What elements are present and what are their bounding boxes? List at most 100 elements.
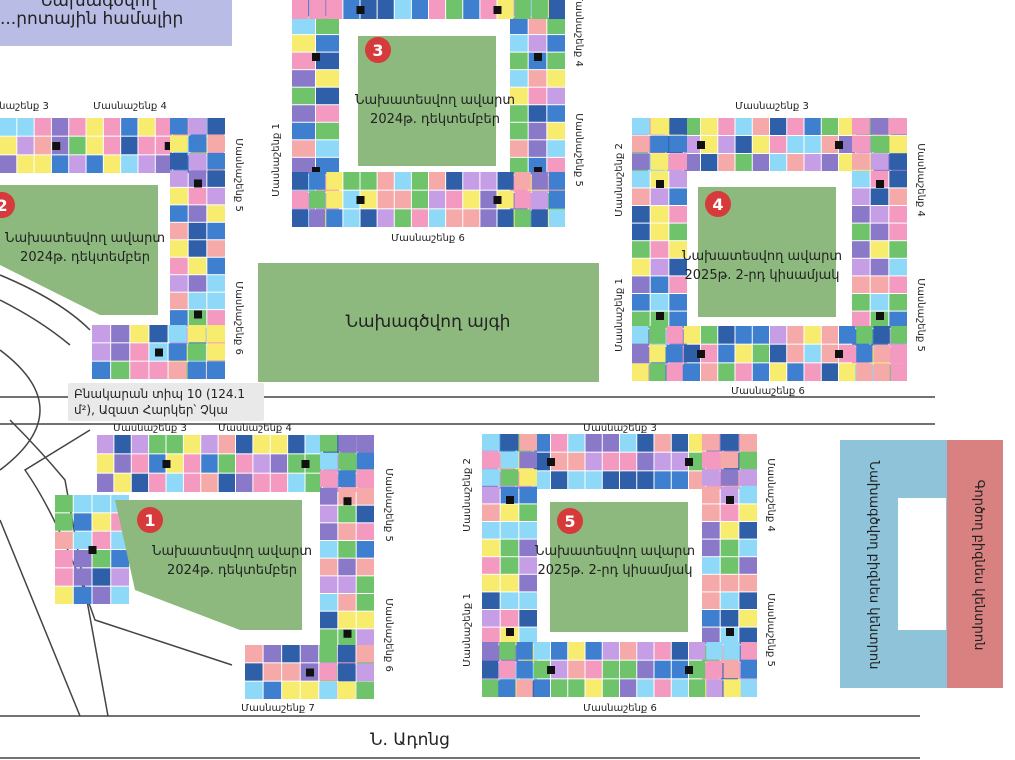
apartment-unit[interactable]	[671, 452, 688, 471]
apartment-unit[interactable]	[73, 550, 92, 568]
apartment-unit[interactable]	[683, 154, 700, 171]
apartment-unit[interactable]	[253, 454, 270, 473]
apartment-unit[interactable]	[343, 0, 360, 19]
apartment-unit[interactable]	[510, 87, 528, 105]
apartment-unit[interactable]	[702, 451, 720, 469]
apartment-unit[interactable]	[356, 629, 374, 646]
apartment-unit[interactable]	[602, 434, 619, 452]
apartment-unit[interactable]	[326, 190, 343, 209]
apartment-unit[interactable]	[111, 568, 129, 586]
apartment-unit[interactable]	[55, 586, 73, 604]
apartment-unit[interactable]	[316, 17, 339, 35]
apartment-unit[interactable]	[654, 642, 671, 660]
apartment-unit[interactable]	[637, 434, 654, 452]
apartment-unit[interactable]	[739, 557, 757, 574]
apartment-unit[interactable]	[356, 611, 374, 629]
apartment-unit[interactable]	[497, 172, 514, 190]
apartment-unit[interactable]	[671, 660, 688, 679]
apartment-unit[interactable]	[519, 451, 537, 469]
apartment-unit[interactable]	[689, 452, 706, 471]
apartment-unit[interactable]	[482, 539, 500, 557]
apartment-unit[interactable]	[585, 679, 602, 697]
apartment-unit[interactable]	[666, 363, 683, 381]
apartment-unit[interactable]	[770, 363, 787, 381]
apartment-unit[interactable]	[547, 157, 565, 175]
apartment-unit[interactable]	[207, 240, 225, 257]
apartment-unit[interactable]	[114, 454, 131, 473]
apartment-unit[interactable]	[620, 679, 637, 697]
apartment-unit[interactable]	[316, 157, 339, 175]
apartment-unit[interactable]	[130, 343, 149, 361]
apartment-unit[interactable]	[632, 294, 650, 311]
apartment-unit[interactable]	[804, 363, 821, 381]
apartment-unit[interactable]	[263, 663, 282, 681]
apartment-unit[interactable]	[632, 241, 650, 258]
apartment-unit[interactable]	[183, 454, 201, 473]
apartment-unit[interactable]	[870, 118, 889, 135]
apartment-unit[interactable]	[34, 155, 51, 173]
apartment-unit[interactable]	[852, 258, 870, 276]
apartment-unit[interactable]	[320, 629, 338, 646]
apartment-unit[interactable]	[326, 0, 343, 19]
apartment-unit[interactable]	[654, 660, 671, 679]
apartment-unit[interactable]	[480, 190, 497, 209]
apartment-unit[interactable]	[236, 473, 253, 492]
apartment-unit[interactable]	[482, 627, 500, 645]
apartment-unit[interactable]	[650, 118, 669, 135]
apartment-unit[interactable]	[34, 136, 51, 155]
apartment-unit[interactable]	[654, 452, 671, 471]
apartment-unit[interactable]	[73, 513, 92, 531]
apartment-unit[interactable]	[839, 326, 856, 344]
apartment-unit[interactable]	[602, 471, 619, 489]
apartment-unit[interactable]	[683, 118, 700, 135]
apartment-unit[interactable]	[337, 681, 356, 699]
apartment-unit[interactable]	[889, 276, 907, 293]
apartment-unit[interactable]	[702, 610, 720, 627]
apartment-unit[interactable]	[856, 326, 873, 344]
apartment-unit[interactable]	[650, 206, 669, 223]
apartment-unit[interactable]	[568, 452, 585, 471]
apartment-unit[interactable]	[669, 258, 687, 276]
apartment-unit[interactable]	[739, 610, 757, 627]
apartment-unit[interactable]	[519, 539, 537, 557]
apartment-unit[interactable]	[170, 187, 188, 205]
apartment-unit[interactable]	[103, 155, 121, 173]
apartment-unit[interactable]	[55, 495, 73, 513]
apartment-unit[interactable]	[207, 170, 225, 187]
apartment-unit[interactable]	[602, 452, 619, 471]
apartment-unit[interactable]	[130, 325, 149, 343]
apartment-unit[interactable]	[516, 679, 533, 697]
apartment-unit[interactable]	[411, 172, 428, 190]
apartment-unit[interactable]	[300, 645, 319, 663]
apartment-unit[interactable]	[170, 310, 188, 327]
apartment-unit[interactable]	[528, 122, 547, 140]
apartment-unit[interactable]	[528, 87, 547, 105]
apartment-unit[interactable]	[669, 188, 687, 205]
apartment-unit[interactable]	[720, 574, 739, 592]
apartment-unit[interactable]	[482, 434, 500, 451]
apartment-unit[interactable]	[889, 135, 907, 153]
apartment-unit[interactable]	[482, 610, 500, 627]
apartment-units[interactable]	[0, 118, 225, 379]
apartment-unit[interactable]	[245, 663, 263, 681]
apartment-unit[interactable]	[206, 361, 225, 379]
apartment-unit[interactable]	[166, 454, 183, 473]
apartment-unit[interactable]	[852, 170, 870, 188]
apartment-unit[interactable]	[320, 523, 338, 540]
apartment-unit[interactable]	[155, 155, 173, 173]
apartment-unit[interactable]	[649, 363, 666, 381]
apartment-unit[interactable]	[292, 35, 315, 52]
apartment-unit[interactable]	[620, 660, 637, 679]
apartment-unit[interactable]	[500, 574, 519, 592]
apartment-unit[interactable]	[111, 343, 130, 361]
apartment-unit[interactable]	[69, 118, 86, 136]
apartment-unit[interactable]	[701, 363, 718, 381]
block-1[interactable]: 1 Նախատեսվող ավարտ 2024թ. դեկտեմբեր Մասն…	[55, 423, 394, 714]
apartment-unit[interactable]	[752, 363, 769, 381]
apartment-unit[interactable]	[114, 473, 131, 492]
apartment-unit[interactable]	[650, 241, 669, 258]
apartment-unit[interactable]	[0, 155, 17, 173]
apartment-unit[interactable]	[870, 223, 889, 241]
apartment-unit[interactable]	[292, 52, 315, 70]
apartment-unit[interactable]	[320, 611, 338, 629]
